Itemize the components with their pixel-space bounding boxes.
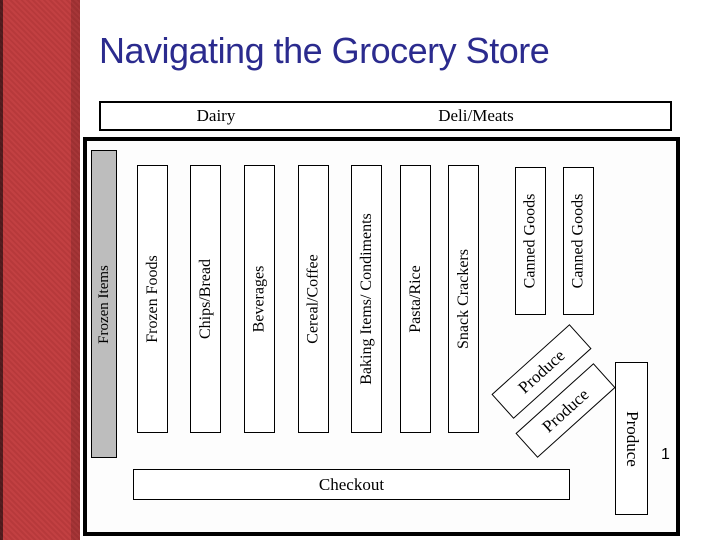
aisle-label: Canned Goods	[569, 193, 587, 289]
aisle-label: Canned Goods	[521, 193, 539, 289]
red-accent-sidebar	[0, 0, 80, 540]
produce-wall-section: Produce	[615, 362, 648, 515]
aisle-canned-goods-1: Canned Goods	[515, 167, 546, 315]
aisle-canned-goods-2: Canned Goods	[563, 167, 594, 315]
produce-bin-label: Produce	[538, 384, 593, 436]
aisle-label: Cereal/Coffee	[304, 254, 322, 344]
aisle-baking-condiments: Baking Items/ Condiments	[351, 165, 382, 433]
aisle-chips-bread: Chips/Bread	[190, 165, 221, 433]
aisle-frozen-foods: Frozen Foods	[137, 165, 168, 433]
slide-title: Navigating the Grocery Store	[99, 30, 550, 71]
aisle-beverages: Beverages	[244, 165, 275, 433]
aisle-cereal-coffee: Cereal/Coffee	[298, 165, 329, 433]
frozen-items-section: Frozen Items	[91, 150, 117, 458]
dairy-section-label: Dairy	[196, 106, 236, 125]
slide-number: 1	[661, 446, 670, 463]
aisle-label: Snack Crackers	[454, 249, 472, 349]
aisle-pasta-rice: Pasta/Rice	[400, 165, 431, 433]
top-sections-bar: Dairy Deli/Meats	[99, 101, 672, 131]
aisle-label: Baking Items/ Condiments	[357, 213, 375, 385]
aisle-snack-crackers: Snack Crackers	[448, 165, 479, 433]
frozen-items-label: Frozen Items	[95, 264, 112, 344]
aisle-label: Frozen Foods	[143, 255, 161, 343]
produce-wall-label: Produce	[622, 410, 642, 467]
aisle-label: Chips/Bread	[196, 259, 214, 339]
aisle-label: Pasta/Rice	[406, 265, 424, 333]
aisle-label: Beverages	[250, 265, 268, 333]
checkout-counter: Checkout	[133, 469, 570, 500]
produce-bin-label: Produce	[514, 345, 569, 397]
checkout-label: Checkout	[318, 474, 385, 494]
store-floorplan: Frozen Items Frozen Foods Chips/Bread Be…	[83, 137, 680, 536]
deli-meats-section-label: Deli/Meats	[438, 106, 514, 125]
